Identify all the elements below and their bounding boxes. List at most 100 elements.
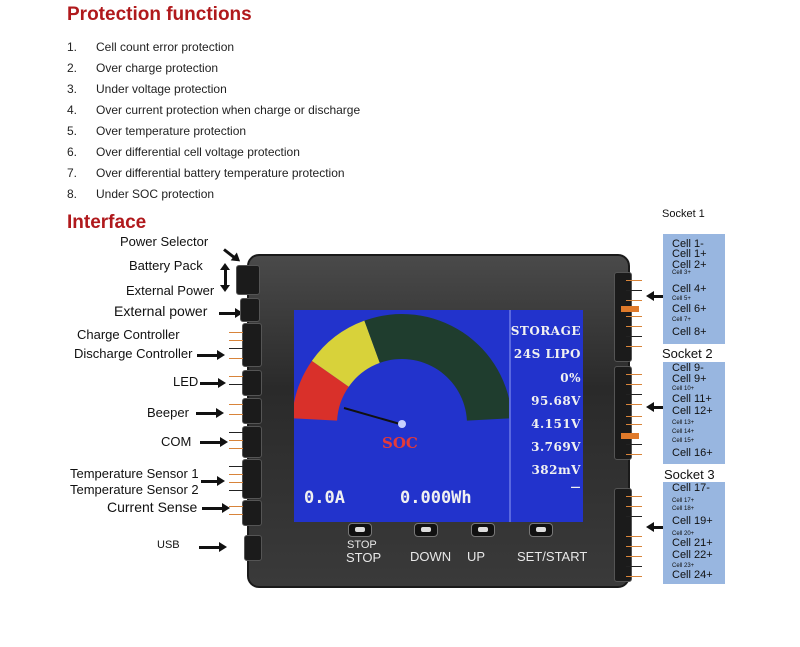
protection-item: 1. Cell count error protection (67, 40, 234, 54)
soc-label: SOC (382, 434, 418, 452)
socket-cell-label: Cell 10+ (672, 386, 695, 392)
screen-energy: 0.000Wh (400, 488, 472, 508)
protection-item: 8.Under SOC protection (67, 187, 214, 201)
port-beeper (242, 398, 262, 424)
socket-cell-label: Cell 15+ (672, 438, 695, 444)
screen-voltage: 95.68V (531, 394, 581, 408)
socket-cell-label: Cell 13+ (672, 420, 695, 426)
socket-cell-label: Cell 6+ (672, 303, 707, 315)
protection-item-text: Over current protection when charge or d… (96, 103, 361, 117)
protection-item-number: 6. (67, 145, 78, 159)
label-battery-pack: Battery Pack (129, 258, 203, 273)
socket-cell-label: Cell 22+ (672, 549, 713, 561)
arrow-battery-down-head (220, 285, 230, 292)
stop-label-2: STOP (346, 550, 382, 565)
up-label: UP (467, 549, 486, 564)
socket-3-box: Cell 17-Cell 17+Cell 18+Cell 19+Cell 20+… (663, 482, 725, 584)
connector-pin (229, 432, 243, 433)
connector-pin (626, 454, 642, 455)
port-battery-pack (236, 265, 260, 295)
connector-pin (626, 556, 642, 557)
connector-pin (626, 316, 642, 317)
label-current-sense: Current Sense (107, 499, 198, 515)
protection-item-text: Under SOC protection (96, 187, 215, 201)
connector-pin (229, 332, 243, 333)
socket-cell-label: Cell 24+ (672, 569, 713, 581)
protection-item-text: Over charge protection (96, 61, 219, 75)
socket-cell-label: Cell 3+ (672, 270, 691, 276)
protection-item: 2.Over charge protection (67, 61, 218, 75)
socket-2-port (614, 366, 632, 460)
connector-pin (626, 326, 642, 327)
socket-1-marker (621, 306, 639, 312)
connector-pin (229, 466, 243, 467)
label-beeper: Beeper (147, 405, 189, 420)
socket-3-title: Socket 3 (664, 467, 715, 482)
socket-2-box: Cell 9-Cell 9+Cell 10+Cell 11+Cell 12+Ce… (663, 362, 725, 464)
connector-pin (229, 384, 243, 385)
protection-item-text: Over differential cell voltage protectio… (96, 145, 300, 159)
connector-pin (229, 506, 243, 507)
screen-delta: 382mV (531, 463, 581, 477)
socket-cell-label: Cell 14+ (672, 429, 695, 435)
socket-cell-label: Cell 1- (672, 238, 704, 250)
set-start-button[interactable] (529, 523, 553, 537)
protection-item: 7. Over differential battery temperature … (67, 166, 345, 180)
connector-pin (626, 336, 642, 337)
connector-pin (229, 414, 243, 415)
arrow-socket-2 (646, 402, 664, 412)
arrow-beeper (196, 408, 224, 418)
label-discharge-controller: Discharge Controller (74, 346, 193, 361)
arrow-usb (199, 542, 227, 552)
connector-pin (229, 340, 243, 341)
label-temp-sensor-1: Temperature Sensor 1 (70, 466, 199, 481)
port-temp-sensor (242, 459, 262, 499)
label-com: COM (161, 434, 192, 449)
label-power-selector: Power Selector (120, 234, 209, 249)
port-com (242, 426, 262, 458)
protection-item-text: Over differential battery temperature pr… (96, 166, 345, 180)
interface-title: Interface (67, 212, 147, 233)
label-temp-sensor-2: Temperature Sensor 2 (70, 482, 199, 497)
protection-item-text: Under voltage protection (96, 82, 227, 96)
screen-cell-min: 3.769V (531, 440, 581, 454)
stop-button[interactable] (348, 523, 372, 537)
connector-pin (626, 506, 642, 507)
arrow-socket-3 (646, 522, 664, 532)
arrow-battery-pack-vertical (224, 266, 227, 288)
socket-cell-label: Cell 5+ (672, 296, 691, 302)
socket-cell-label: Cell 17+ (672, 498, 695, 504)
soc-gauge (294, 314, 509, 428)
connector-pin (229, 376, 243, 377)
connector-pin (626, 384, 642, 385)
connector-pin (626, 290, 642, 291)
socket-cell-label: Cell 2+ (672, 259, 707, 271)
set-start-label: SET/START (517, 549, 588, 564)
connector-pin (626, 424, 642, 425)
socket-cell-label: Cell 23+ (672, 563, 695, 569)
protection-item-text: Cell count error protection (96, 40, 235, 54)
protection-item-number: 7. (67, 166, 78, 180)
label-usb: USB (157, 539, 180, 551)
connector-pin (229, 490, 243, 491)
protection-item-number: 1. (67, 40, 78, 54)
gauge-yellow-segment (311, 320, 380, 387)
port-external-power (240, 298, 260, 322)
protection-item-text: Over temperature protection (96, 124, 247, 138)
socket-cell-label: Cell 8+ (672, 326, 707, 338)
up-button[interactable] (471, 523, 495, 537)
socket-3-port (614, 488, 632, 582)
protection-item: 6. Over differential cell voltage protect… (67, 145, 300, 159)
label-led: LED (173, 374, 199, 389)
connector-pin (626, 576, 642, 577)
socket-2-marker (621, 433, 639, 439)
protection-item-number: 5. (67, 124, 78, 138)
down-button[interactable] (414, 523, 438, 537)
protection-item: 5. Over temperature protection (67, 124, 246, 138)
port-charge-discharge (242, 323, 262, 367)
socket-cell-label: Cell 16+ (672, 447, 713, 459)
socket-cell-label: Cell 20+ (672, 531, 695, 537)
socket-cell-label: Cell 9- (672, 362, 704, 374)
arrow-battery-up-head (220, 263, 230, 270)
connector-pin (229, 358, 243, 359)
